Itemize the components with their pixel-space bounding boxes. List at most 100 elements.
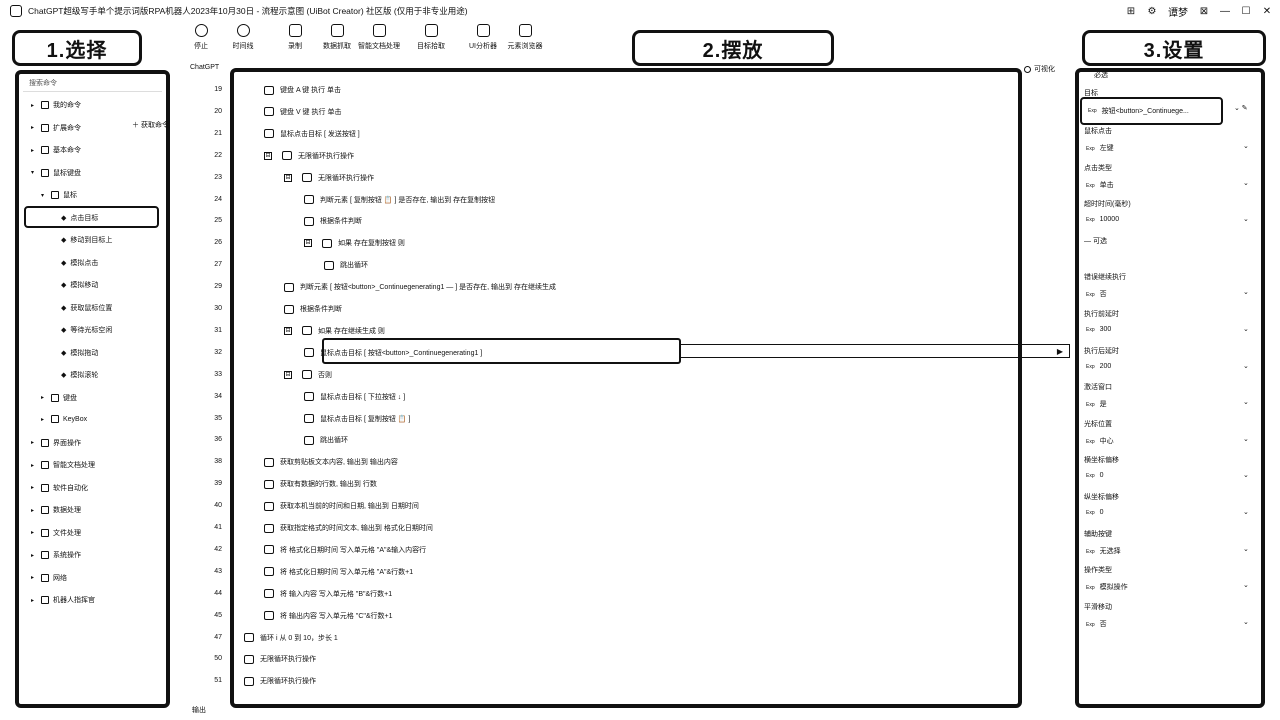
collapse-toggle-icon[interactable]: ⊟: [284, 370, 292, 379]
flow-row[interactable]: 将 输入内容 写入单元格 "B"&行数+1: [264, 589, 392, 599]
collapse-toggle-icon[interactable]: ⊟: [284, 173, 292, 182]
caret-icon[interactable]: ▸: [31, 597, 35, 604]
record-button[interactable]: 录制: [274, 22, 316, 56]
flow-row[interactable]: ⊟无限循环执行操作: [264, 151, 354, 161]
flow-row[interactable]: 判断元素 [ 按钮<button>_Continuegenerating1 — …: [284, 282, 556, 292]
flow-row[interactable]: 将 输出内容 写入单元格 "C"&行数+1: [264, 611, 393, 621]
flow-row[interactable]: 获取有数据的行数, 输出到 行数: [264, 479, 377, 489]
chevron-down-icon[interactable]: ⌄: [1243, 216, 1249, 224]
tree-item[interactable]: ▾鼠标键盘: [31, 168, 81, 178]
collapse-toggle-icon[interactable]: ⊟: [284, 326, 292, 335]
tree-item[interactable]: ◆模拟点击: [51, 258, 98, 268]
caret-icon[interactable]: ▸: [31, 125, 35, 131]
flow-row[interactable]: 获取本机当前的时间和日期, 输出到 日期时间: [264, 501, 419, 511]
visual-toggle[interactable]: 可视化: [1024, 64, 1055, 74]
chevron-down-icon[interactable]: ⌄: [1243, 618, 1249, 626]
user-name[interactable]: 谭梦: [1168, 8, 1188, 19]
caret-icon[interactable]: ▸: [31, 530, 35, 536]
tree-item[interactable]: ◆移动到目标上: [51, 235, 112, 245]
flow-row[interactable]: 获取剪贴板文本内容, 输出到 输出内容: [264, 457, 398, 467]
flow-row[interactable]: 鼠标点击目标 [ 发送按钮 ]: [264, 129, 360, 139]
tree-item[interactable]: ◆模拟拖动: [51, 348, 98, 358]
settings-icon[interactable]: ⚙: [1147, 6, 1157, 17]
chevron-down-icon[interactable]: ⌄: [1243, 289, 1249, 297]
flow-row[interactable]: ⊟如果 存在继续生成 则: [284, 326, 385, 336]
chevron-down-icon[interactable]: ⌄: [1243, 545, 1249, 553]
caret-icon[interactable]: ▸: [31, 507, 35, 514]
tree-item[interactable]: ▸数据处理: [31, 505, 81, 515]
flow-row[interactable]: 键盘 V 键 执行 单击: [264, 107, 341, 117]
tree-item[interactable]: ▸我的命令: [31, 100, 81, 110]
timeline-button[interactable]: 时间线: [222, 22, 264, 56]
chevron-down-icon[interactable]: ⌄: [1243, 399, 1249, 407]
flow-row[interactable]: 判断元素 [ 复制按钮 📋 ] 是否存在, 输出到 存在复制按钮: [304, 195, 495, 205]
search-input[interactable]: 搜索命令: [23, 78, 162, 92]
tree-item[interactable]: ▸界面操作: [31, 438, 81, 448]
target-pick-button[interactable]: 目标拾取: [410, 22, 452, 56]
flow-row[interactable]: ⊟否则: [284, 370, 332, 380]
caret-icon[interactable]: ▸: [41, 416, 45, 423]
tree-item[interactable]: ◆等待光标空闲: [51, 325, 112, 335]
flow-row[interactable]: 鼠标点击目标 [ 按钮<button>_Continuegenerating1 …: [304, 348, 482, 358]
tree-item[interactable]: ▸基本命令: [31, 145, 81, 155]
flow-row[interactable]: ⊟如果 存在复制按钮 则: [304, 238, 405, 248]
tree-item[interactable]: ▸智能文档处理: [31, 460, 95, 470]
editor-tab[interactable]: ChatGPT: [190, 64, 220, 71]
caret-icon[interactable]: ▸: [31, 462, 35, 469]
tree-item[interactable]: ◆模拟滚轮: [51, 370, 98, 380]
layout-icon[interactable]: ⊞: [1126, 6, 1136, 17]
caret-icon[interactable]: ▾: [41, 192, 45, 199]
play-icon[interactable]: ▶: [1056, 347, 1063, 356]
flow-row[interactable]: 根据条件判断: [304, 216, 362, 226]
tree-item[interactable]: ▸系统操作: [31, 550, 81, 560]
flow-row[interactable]: 获取指定格式的时间文本, 输出到 格式化日期时间: [264, 523, 433, 533]
chevron-down-icon[interactable]: ⌄: [1243, 326, 1249, 333]
collapse-toggle-icon[interactable]: ⊟: [304, 239, 312, 248]
collapse-toggle-icon[interactable]: ⊟: [264, 151, 272, 160]
tree-item[interactable]: ▸KeyBox: [41, 415, 87, 423]
caret-icon[interactable]: ▸: [31, 575, 35, 581]
caret-icon[interactable]: ▸: [31, 440, 35, 446]
flow-row[interactable]: 无限循环执行操作: [244, 654, 316, 664]
element-browser-button[interactable]: 元素浏览器: [504, 22, 546, 56]
tree-item[interactable]: ▸软件自动化: [31, 483, 88, 493]
flow-row[interactable]: 跳出循环: [324, 260, 368, 270]
chevron-down-icon[interactable]: ⌄: [1243, 179, 1249, 187]
data-scrape-button[interactable]: 数据抓取: [316, 22, 358, 56]
flow-row[interactable]: 键盘 A 键 执行 单击: [264, 85, 341, 95]
flow-row[interactable]: 跳出循环: [304, 435, 348, 445]
chevron-down-icon[interactable]: ⌄: [1243, 143, 1249, 150]
caret-icon[interactable]: ▾: [31, 170, 35, 176]
output-tab[interactable]: 输出: [192, 707, 206, 714]
caret-icon[interactable]: ▸: [41, 395, 45, 401]
caret-icon[interactable]: ▸: [31, 552, 35, 559]
flow-row[interactable]: 鼠标点击目标 [ 复制按钮 📋 ]: [304, 414, 410, 424]
tree-item[interactable]: ◆模拟移动: [51, 280, 98, 290]
grid-icon[interactable]: ⊠: [1199, 6, 1209, 17]
get-command-button[interactable]: ＋ 获取命令: [132, 122, 169, 129]
flow-row[interactable]: 鼠标点击目标 [ 下拉按钮 ↓ ]: [304, 392, 405, 402]
chevron-down-icon[interactable]: ⌄: [1243, 362, 1249, 370]
chevron-down-icon[interactable]: ⌄: [1243, 472, 1249, 480]
flow-row[interactable]: ⊟无限循环执行操作: [284, 173, 374, 183]
tree-item[interactable]: ▸文件处理: [31, 528, 81, 538]
chevron-down-icon[interactable]: ⌄: [1243, 435, 1249, 443]
tree-item[interactable]: ◆获取鼠标位置: [51, 303, 112, 313]
flow-row[interactable]: 将 格式化日期时间 写入单元格 "A"&行数+1: [264, 567, 413, 577]
flow-row[interactable]: 将 格式化日期时间 写入单元格 "A"&输入内容行: [264, 545, 426, 555]
chevron-down-icon[interactable]: ⌄: [1243, 582, 1249, 590]
tree-item[interactable]: ▾鼠标: [41, 190, 77, 200]
